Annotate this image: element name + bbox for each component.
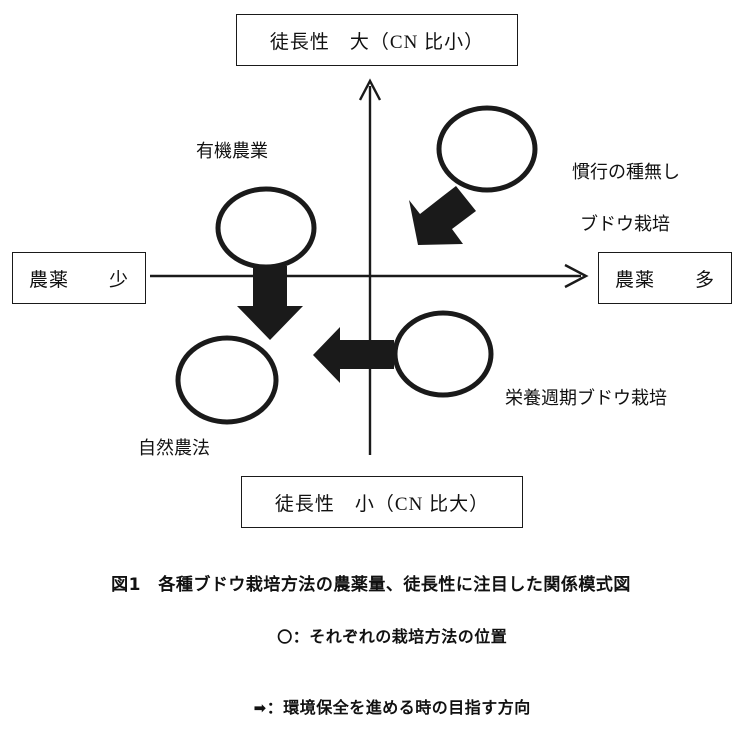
item-label-conventional: 慣行の種無し ブドウ栽培: [554, 133, 680, 290]
item-label-natural: 自然農法: [138, 438, 210, 458]
item-label-nutrition: 栄養週期ブドウ栽培: [505, 388, 667, 408]
item-label-conventional-line2: ブドウ栽培: [580, 214, 670, 235]
conventional-downleft-arrow: [409, 186, 476, 245]
figure-caption: 図1 各種ブドウ栽培方法の農薬量、徒長性に注目した関係模式図 〇：それぞれの栽培…: [0, 570, 742, 737]
caption-title: 図1 各種ブドウ栽培方法の農薬量、徒長性に注目した関係模式図: [111, 575, 631, 595]
organic-down-arrow: [237, 266, 303, 340]
marker-circle-conventional: [436, 105, 538, 193]
legend-separator-circle: ：: [292, 627, 310, 646]
legend-separator-arrow: ：: [266, 698, 284, 717]
legend-item-arrow: ➡：環境保全を進める時の目指す方向: [0, 675, 742, 737]
circle-marker-icon: 〇: [277, 628, 293, 646]
legend-text-circle: それぞれの栽培方法の位置: [309, 627, 508, 646]
item-label-organic: 有機農業: [196, 141, 268, 161]
marker-circle-nutrition: [392, 310, 494, 398]
nutrition-left-arrow: [313, 327, 394, 383]
diagram-canvas: [150, 78, 589, 455]
right-arrow-icon: ➡: [253, 699, 267, 717]
axis-label-box-bottom: 徒長性 小（CN 比大）: [241, 476, 523, 528]
item-label-conventional-line1: 慣行の種無し: [572, 162, 680, 183]
figure-container: 徒長性 大（CN 比小） 徒長性 小（CN 比大） 農薬 少 農薬 多 有機農業…: [12, 14, 732, 717]
axis-label-box-right: 農薬 多: [598, 252, 732, 304]
axis-label-box-top: 徒長性 大（CN 比小）: [236, 14, 518, 66]
axis-label-box-left: 農薬 少: [12, 252, 146, 304]
marker-circle-natural: [175, 335, 279, 425]
legend-text-arrow: 環境保全を進める時の目指す方向: [283, 698, 531, 717]
vertical-axis: [358, 78, 382, 455]
horizontal-axis: [150, 263, 589, 289]
marker-circle-organic: [215, 186, 317, 270]
legend-item-circle: 〇：それぞれの栽培方法の位置: [0, 604, 742, 666]
